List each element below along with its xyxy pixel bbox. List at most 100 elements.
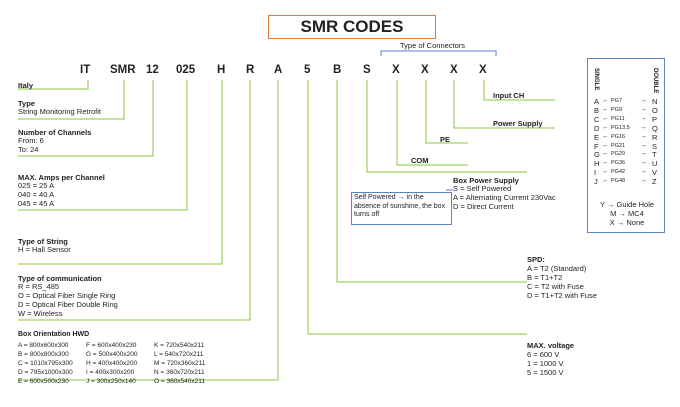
double-code: Q — [652, 123, 658, 133]
arrow-right-icon: → — [640, 114, 647, 122]
box-col2: F = 600x400x230 G = 500x400x200 H = 400x… — [86, 341, 138, 386]
spd-d: D = T1+T2 with Fuse — [527, 291, 597, 300]
connector-size: PG11 — [611, 115, 625, 122]
box-option: L = 540x720x211 — [154, 351, 204, 358]
single-code: E — [594, 132, 600, 142]
connector-size: PG7 — [611, 98, 623, 104]
connector-extras: Y → Guide Hole M → MC4 X → None — [596, 200, 658, 227]
arrow-left-icon: ← — [602, 150, 609, 158]
voltage-1: 1 = 1000 V — [527, 359, 564, 368]
box-option: F = 600x400x230 — [86, 342, 137, 349]
code-part-it: IT — [80, 64, 91, 76]
connector-size: PG13,5 — [611, 124, 630, 131]
channels-label: Number of Channels — [18, 128, 92, 137]
channels-from: From: 6 — [18, 136, 44, 145]
pe-label: PE — [440, 135, 451, 144]
single-label: SINGLE — [593, 68, 599, 91]
connector-size: PG42 — [611, 169, 626, 176]
box-option: I = 400x300x200 — [86, 369, 135, 376]
double-code: S — [652, 141, 658, 151]
comm-label: Type of communication — [18, 274, 102, 283]
type-label: Type — [18, 99, 35, 108]
double-code: O — [652, 105, 658, 115]
spd-b: B = T1+T2 — [527, 273, 563, 282]
channels-to: To: 24 — [18, 145, 39, 154]
amps-value-025: 025 = 25 A — [18, 181, 55, 190]
box-option: J = 300x250x140 — [86, 378, 136, 385]
arrow-right-icon: → — [640, 159, 647, 167]
single-code: B — [594, 105, 600, 115]
box-option: C = 1010x795x300 — [18, 360, 73, 367]
arrow-left-icon: ← — [602, 141, 609, 149]
arrow-left-icon: ← — [602, 159, 609, 167]
box-option: M = 720x360x211 — [154, 360, 206, 367]
spd-c: C = T2 with Fuse — [527, 282, 584, 291]
single-code: C — [594, 114, 600, 124]
box-option: G = 500x400x200 — [86, 351, 138, 358]
comm-value-o: O = Optical Fiber Single Ring — [18, 291, 116, 300]
box-power-a: A = Alternating Current 230Vac — [453, 193, 556, 202]
italy-label: Italy — [18, 81, 34, 90]
double-label: DOUBLE — [652, 68, 658, 94]
single-code: G — [594, 150, 600, 160]
arrow-left-icon: ← — [602, 105, 609, 113]
arrow-right-icon: → — [640, 168, 647, 176]
code-part-spd: B — [333, 64, 342, 76]
box-option: B = 800x800x300 — [18, 351, 69, 358]
spd-a: A = T2 (Standard) — [527, 264, 587, 273]
code-part-string: H — [217, 64, 226, 76]
double-code: R — [652, 132, 658, 142]
arrow-right-icon: → — [640, 123, 647, 131]
code-part-amps: 025 — [176, 64, 196, 76]
single-code: H — [594, 159, 600, 169]
box-power-d: D = Direct Current — [453, 202, 514, 211]
box-power-label: Box Power Supply — [453, 176, 519, 185]
connector-size: PG36 — [611, 160, 626, 167]
connector-size: PG9 — [611, 106, 623, 113]
single-code: A — [594, 97, 600, 106]
box-col1: A = 800x600x300 B = 800x800x300 C = 1010… — [18, 341, 73, 386]
single-code: I — [594, 168, 597, 178]
guide-hole-item: Y → Guide Hole — [599, 200, 655, 209]
power-supply-label: Power Supply — [493, 119, 543, 128]
code-part-power-supply: X — [450, 64, 458, 76]
code-part-smr: SMR — [110, 64, 136, 76]
none-item: X → None — [609, 218, 645, 227]
arrow-left-icon: ← — [602, 123, 609, 131]
voltage-label: MAX. voltage — [527, 341, 575, 350]
code-part-voltage: 5 — [304, 64, 311, 76]
connector-size: PG16 — [611, 133, 626, 140]
box-option: E = 600x500x230 — [18, 378, 69, 385]
single-code: J — [594, 177, 598, 187]
box-option: K = 720x540x211 — [154, 342, 205, 349]
double-code: N — [652, 97, 658, 106]
amps-value-040: 040 = 40 A — [18, 190, 55, 199]
connectors-header: Type of Connectors — [400, 41, 466, 50]
box-option: O = 360x540x211 — [154, 378, 206, 385]
box-option: A = 800x600x300 — [18, 342, 69, 349]
code-part-pe: X — [421, 64, 429, 76]
arrow-left-icon: ← — [602, 97, 609, 104]
arrow-left-icon: ← — [602, 168, 609, 176]
arrow-left-icon: ← — [602, 114, 609, 122]
single-code: D — [594, 123, 600, 133]
box-option: N = 360x720x211 — [154, 369, 205, 376]
code-part-comm: R — [246, 64, 255, 76]
comm-value-w: W = Wireless — [18, 309, 63, 318]
double-code: P — [652, 114, 658, 124]
voltage-5: 5 = 1500 V — [527, 368, 564, 377]
arrow-right-icon: → — [640, 150, 647, 158]
spd-label: SPD: — [527, 255, 545, 264]
voltage-6: 6 = 600 V — [527, 350, 560, 359]
string-label: Type of String — [18, 237, 68, 246]
input-ch-label: Input CH — [493, 91, 525, 100]
box-option: D = 795x1000x300 — [18, 369, 73, 376]
comm-value-r: R = RS_485 — [18, 282, 60, 291]
connector-size: PG48 — [611, 178, 626, 185]
arrow-right-icon: → — [640, 105, 647, 113]
mc4-item: M → MC4 — [610, 209, 644, 218]
comm-value-d: D = Optical Fiber Double Ring — [18, 300, 118, 309]
arrow-left-icon: ← — [602, 132, 609, 140]
